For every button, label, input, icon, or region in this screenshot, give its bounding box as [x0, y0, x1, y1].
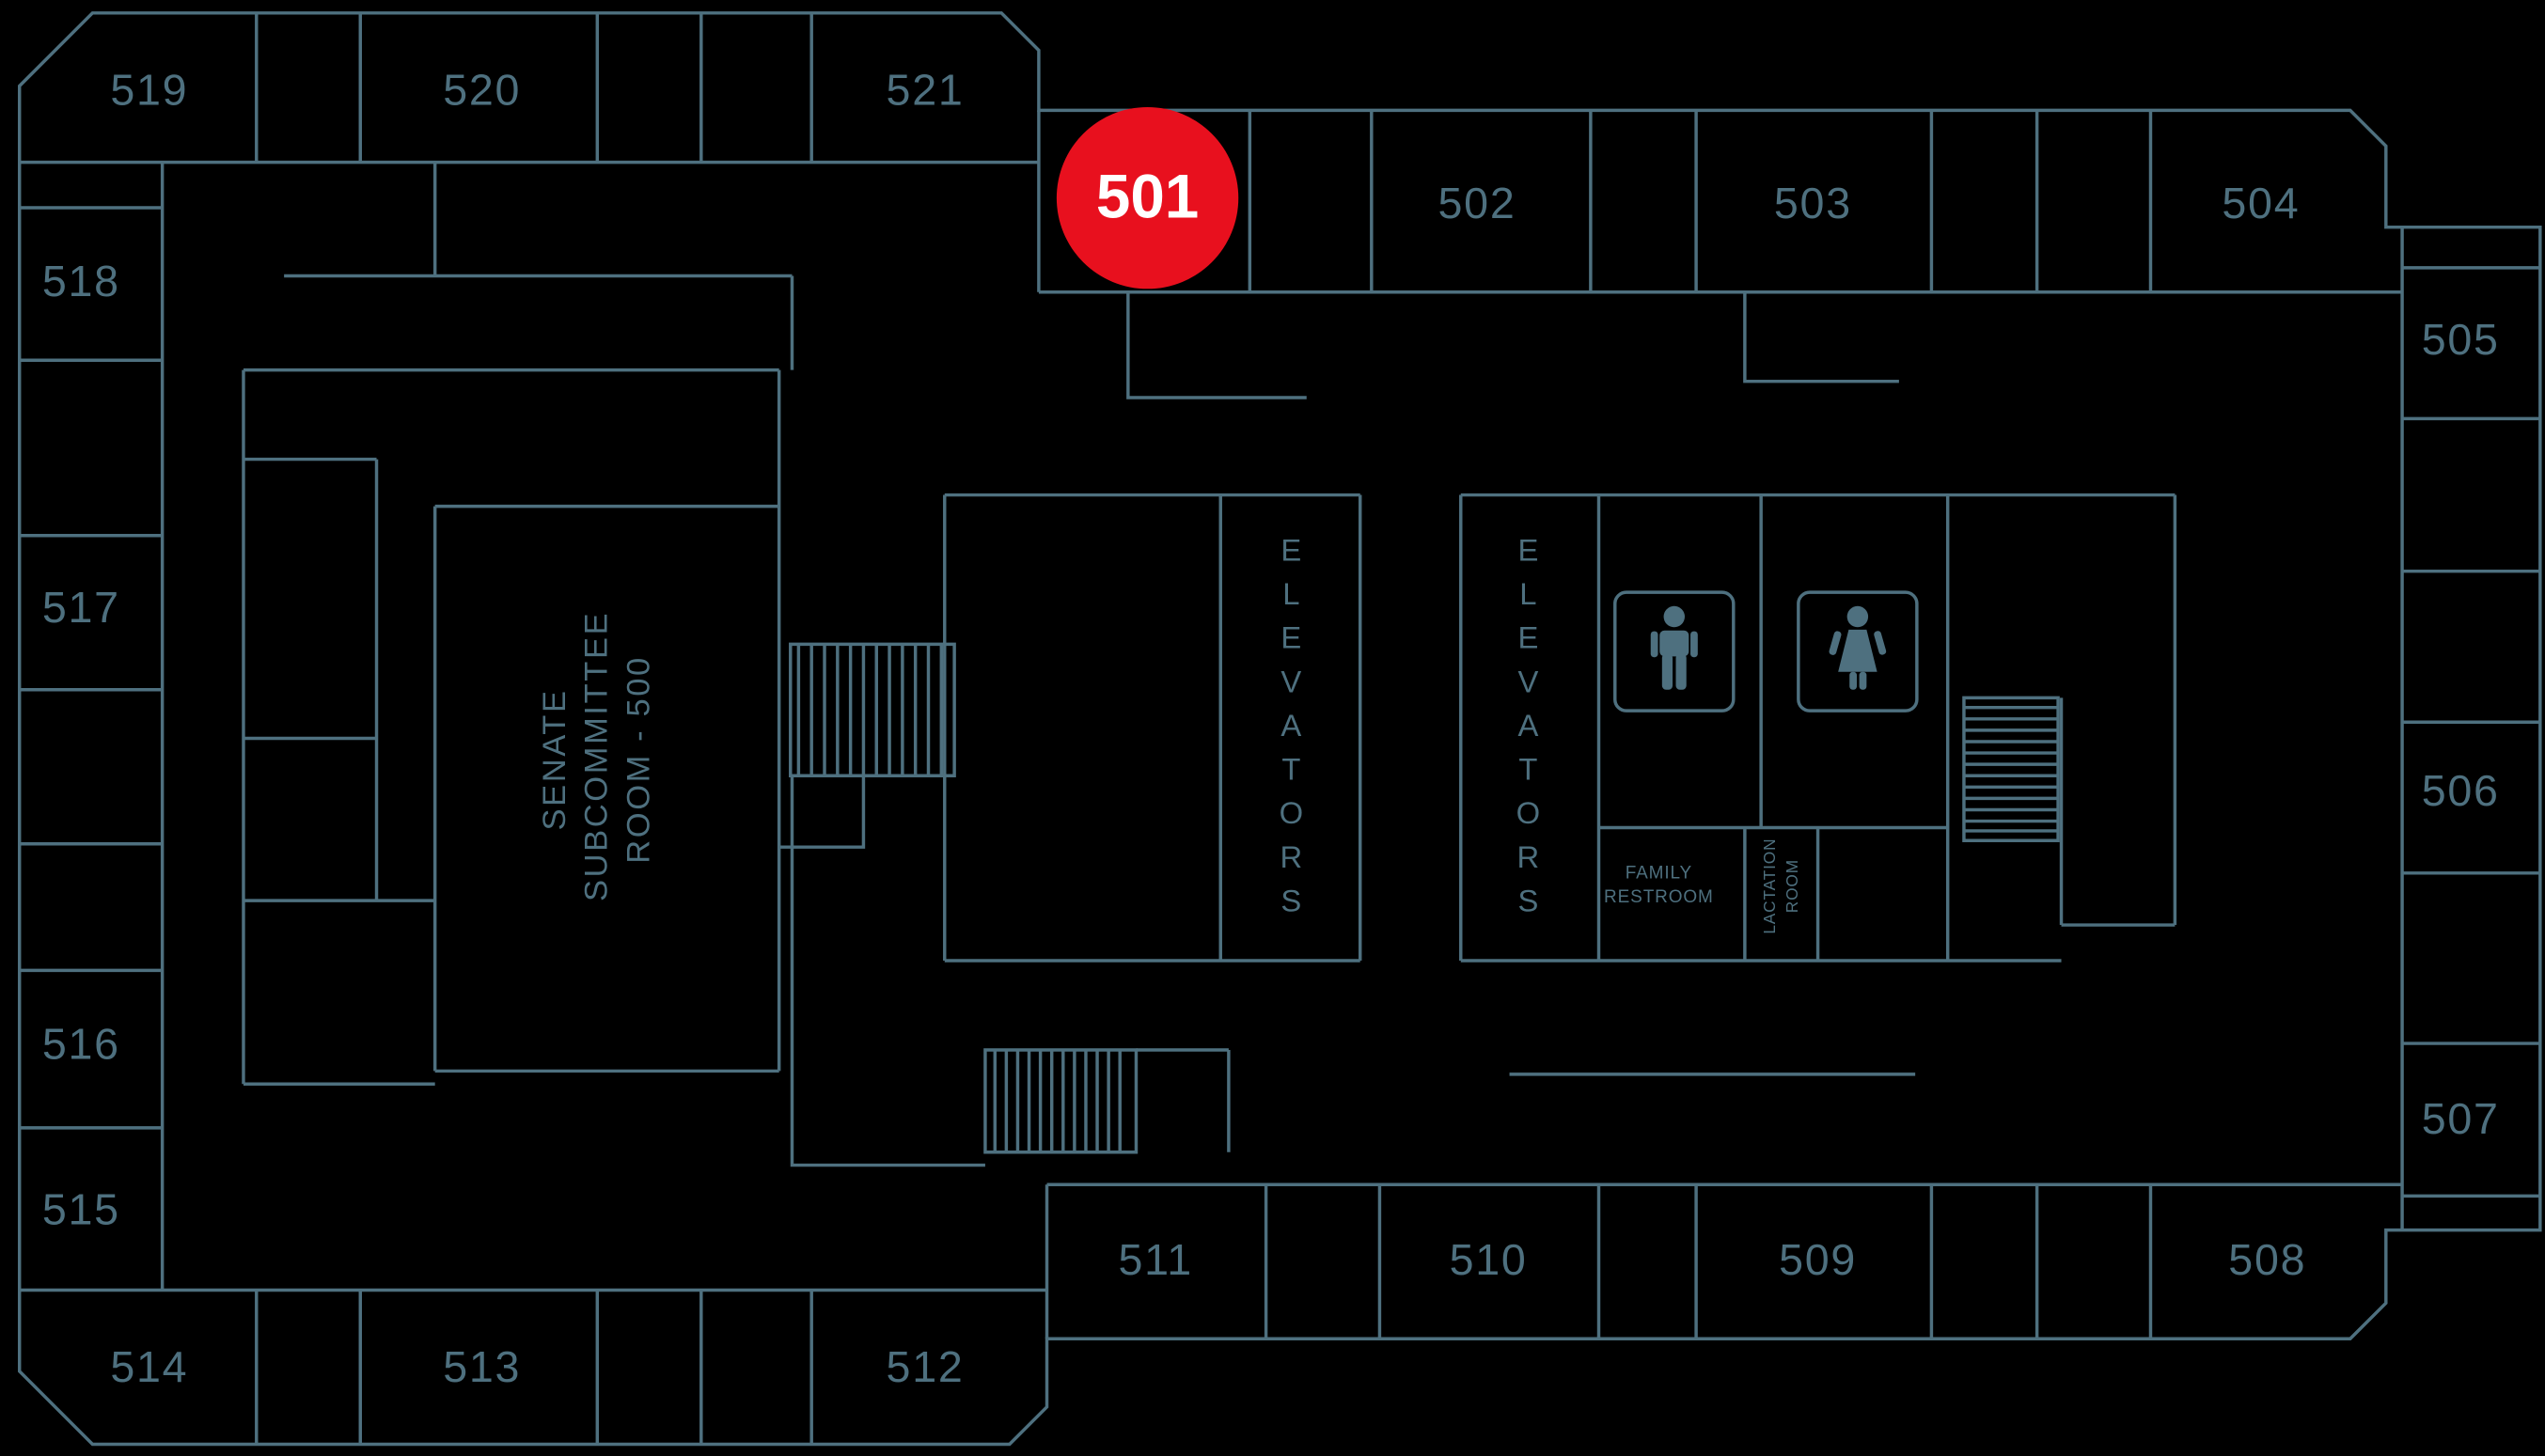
room-label-515: 515	[41, 1185, 120, 1234]
stairs-east-hatch	[1963, 705, 2059, 833]
womens-restroom-icon	[1829, 605, 1887, 690]
womens-icon-leg-right	[1859, 671, 1867, 690]
room-label-513: 513	[443, 1342, 522, 1392]
room-label-511: 511	[1118, 1235, 1193, 1285]
mens-icon-arm-right	[1690, 631, 1698, 658]
room-label-516: 516	[41, 1020, 120, 1069]
corridor-walls	[284, 162, 1916, 1167]
room-label-505: 505	[2421, 315, 2500, 365]
room-label-509: 509	[1779, 1235, 1858, 1285]
room-label-503: 503	[1773, 179, 1852, 228]
mens-restroom-sign-border	[1613, 590, 1736, 712]
mens-restroom-icon	[1650, 605, 1698, 690]
room-label-514: 514	[110, 1342, 189, 1392]
center-core-walls	[943, 493, 1362, 963]
womens-icon-head	[1846, 605, 1869, 628]
mens-icon-leg-right	[1675, 653, 1687, 690]
womens-icon-dress	[1838, 629, 1877, 672]
highlight-badge-room-501: 501	[1056, 106, 1239, 290]
room-label-507: 507	[2421, 1094, 2500, 1144]
lactation-room-label: LACTATION ROOM	[1762, 838, 1802, 934]
room-label-518: 518	[41, 257, 120, 306]
womens-restroom-sign-border	[1797, 590, 1919, 712]
elevators-label-west: ELEVATORS	[1274, 534, 1309, 930]
womens-icon-arm-left	[1829, 631, 1842, 655]
room-label-510: 510	[1449, 1235, 1528, 1285]
mens-icon-leg-left	[1661, 653, 1673, 690]
stairs-west-outline	[789, 642, 956, 777]
room-label-517: 517	[41, 583, 120, 633]
mens-icon-arm-left	[1650, 631, 1658, 658]
mens-icon-head	[1663, 605, 1686, 628]
family-restroom-label: FAMILY RESTROOM	[1604, 863, 1714, 908]
womens-icon-arm-right	[1874, 631, 1887, 655]
east-core-walls	[1459, 493, 2177, 963]
stairs-south-hatch	[993, 1049, 1122, 1152]
room-label-504: 504	[2222, 179, 2301, 228]
room-label-502: 502	[1437, 179, 1516, 228]
stairs-east-outline	[1962, 696, 2060, 843]
senate-room-walls	[242, 368, 781, 1086]
womens-icon-leg-left	[1849, 671, 1858, 690]
room-label-506: 506	[2421, 766, 2500, 816]
room-label-520: 520	[443, 65, 522, 115]
room-label-521: 521	[886, 65, 965, 115]
stairs-west-hatch	[796, 644, 944, 776]
room-label-519: 519	[110, 65, 189, 115]
senate-subcommittee-room-label: SENATE SUBCOMMITTEE ROOM - 500	[537, 610, 658, 902]
elevators-label-east: ELEVATORS	[1511, 534, 1546, 930]
room-label-508: 508	[2228, 1235, 2307, 1285]
room-label-512: 512	[886, 1342, 965, 1392]
mens-icon-torso	[1659, 630, 1689, 657]
perimeter-room-dividers	[19, 12, 2540, 1445]
